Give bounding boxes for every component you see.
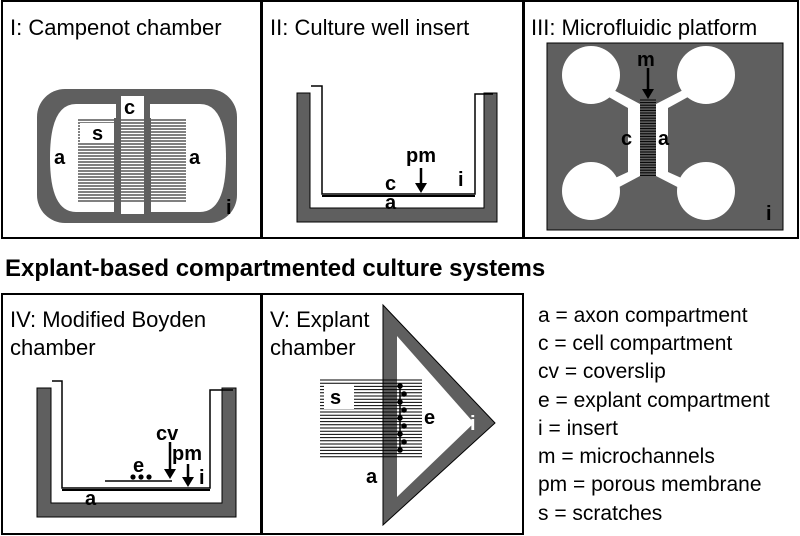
- panel-explant-chamber: V: Explant chamber s e a i: [261, 293, 524, 535]
- label-pm: pm: [406, 145, 436, 167]
- explant-dot: [401, 391, 407, 397]
- axon-channel: [656, 86, 697, 194]
- legend: a = axon compartment c = cell compartmen…: [538, 304, 770, 525]
- label-pm: pm: [172, 443, 202, 465]
- cell-channel: [600, 86, 640, 194]
- scratch-label-box: [324, 385, 354, 409]
- outer-well: [36, 387, 237, 518]
- legend-item-c: c = cell compartment: [538, 332, 732, 355]
- legend-item-e: e = explant compartment: [538, 389, 770, 412]
- label-cv: cv: [156, 423, 179, 445]
- label-c: c: [385, 173, 396, 195]
- legend-item-a: a = axon compartment: [538, 304, 748, 327]
- label-a: a: [85, 488, 97, 510]
- explant-dot: [397, 447, 403, 453]
- arrow-pm-head: [415, 183, 427, 193]
- microchannels: [640, 99, 656, 176]
- panel-title-line2: chamber: [270, 335, 356, 360]
- label-i: i: [766, 203, 772, 225]
- arrow-pm-head: [182, 477, 194, 487]
- panel-title-line1: V: Explant: [270, 307, 369, 332]
- label-a-right: a: [189, 147, 201, 169]
- scratch-label-box: [80, 123, 114, 143]
- scratches: [78, 119, 186, 202]
- label-m: m: [637, 49, 655, 71]
- divider-left: [114, 118, 121, 214]
- explant-dot: [401, 407, 407, 413]
- label-a: a: [366, 466, 378, 488]
- label-a: a: [385, 192, 397, 214]
- arrow-cv-head: [164, 469, 176, 479]
- legend-item-pm: pm = porous membrane: [538, 473, 762, 496]
- label-a-left: a: [54, 147, 66, 169]
- explant-dot: [146, 474, 152, 480]
- label-i: i: [458, 169, 464, 191]
- label-a: a: [658, 128, 670, 150]
- outer-well: [296, 92, 498, 223]
- panel-title: III: Microfluidic platform: [531, 15, 757, 40]
- label-s: s: [92, 123, 103, 145]
- explant-dot: [401, 439, 407, 445]
- panel-modified-boyden-chamber: IV: Modified Boyden chamber cv pm e a i: [1, 293, 262, 535]
- label-e: e: [133, 455, 144, 477]
- legend-item-m: m = microchannels: [538, 445, 715, 468]
- panel-title-line1: IV: Modified Boyden: [10, 307, 206, 332]
- panel-campenot-chamber: I: Campenot chamber c s a a i: [1, 0, 262, 239]
- explant-dot: [397, 431, 403, 437]
- panel-microfluidic-platform: III: Microfluidic platform m c a i: [523, 0, 799, 239]
- explant-dot: [397, 399, 403, 405]
- insert-wall: [52, 380, 233, 489]
- label-e: e: [424, 407, 435, 429]
- explant-dot: [397, 383, 403, 389]
- panel-title: II: Culture well insert: [270, 15, 469, 40]
- label-c: c: [124, 97, 135, 119]
- label-i: i: [199, 467, 205, 489]
- legend-item-i: i = insert: [538, 417, 618, 440]
- panel-culture-well-insert: II: Culture well insert pm c a i: [261, 0, 524, 239]
- section-heading: Explant-based compartmented culture syst…: [5, 255, 545, 282]
- panel-title: I: Campenot chamber: [10, 15, 222, 40]
- legend-item-s: s = scratches: [538, 502, 662, 525]
- explant-dot: [130, 474, 136, 480]
- well-bottom-left: [562, 162, 620, 220]
- explant-dots: [397, 383, 407, 453]
- label-s: s: [330, 387, 341, 409]
- insert-wall: [311, 85, 493, 195]
- explant-dot: [401, 423, 407, 429]
- divider-right: [144, 118, 151, 214]
- arrow-m-head: [642, 89, 654, 99]
- well-bottom-right: [677, 162, 735, 220]
- legend-item-cv: cv = coverslip: [538, 360, 666, 383]
- explant-dot: [138, 474, 144, 480]
- explant-dot: [397, 415, 403, 421]
- label-i: i: [226, 197, 232, 219]
- label-c: c: [621, 128, 632, 150]
- panel-title-line2: chamber: [10, 335, 96, 360]
- right-axon-compartment: [150, 104, 226, 212]
- label-i: i: [470, 413, 476, 435]
